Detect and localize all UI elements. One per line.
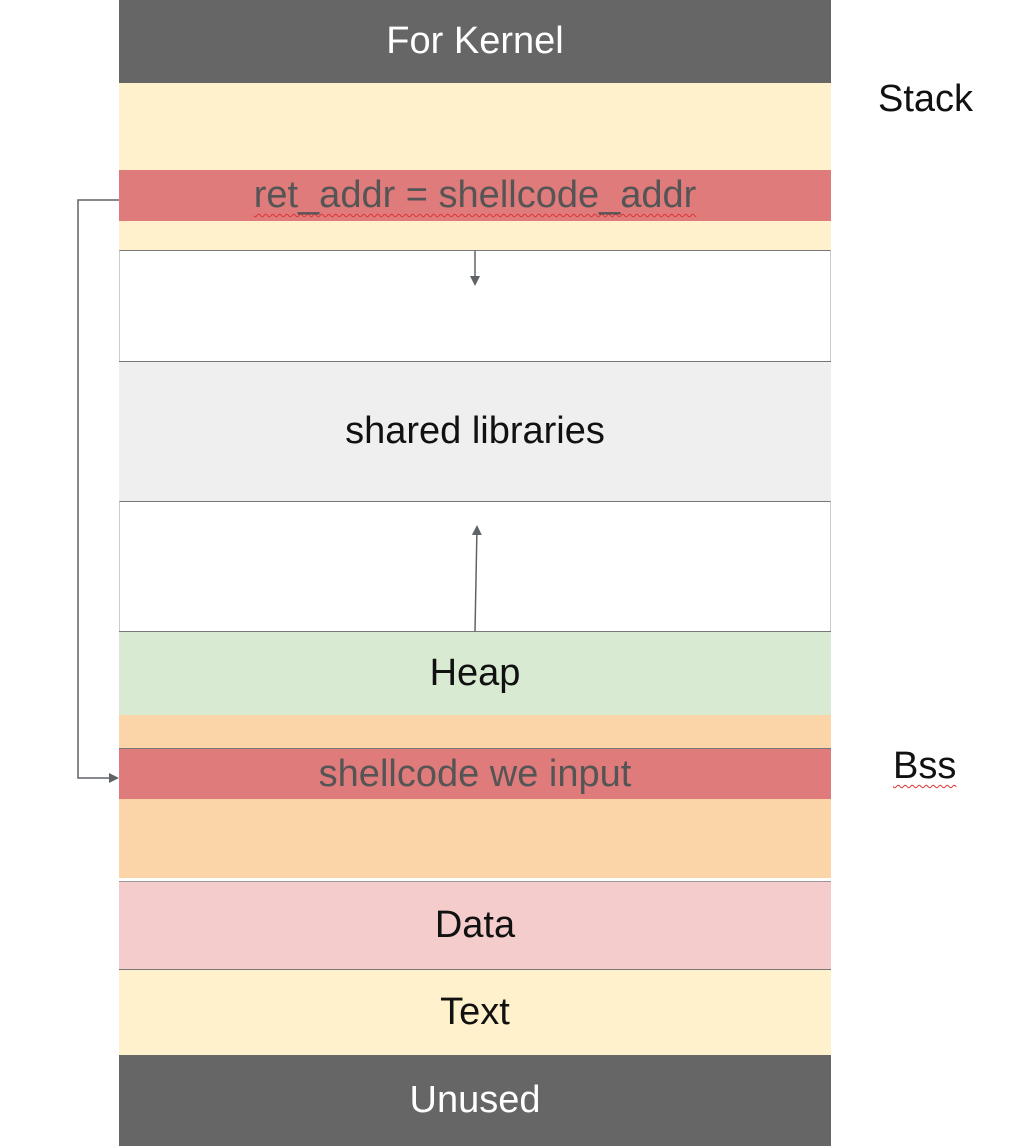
unused-label: Unused — [409, 1079, 541, 1121]
shellcode-label: shellcode we input — [318, 752, 632, 795]
data-label: Data — [434, 904, 516, 946]
bss-side-label: Bss — [893, 745, 957, 787]
heap-segment: Heap — [119, 631, 831, 715]
kernel-label: For Kernel — [386, 20, 564, 62]
ret-addr-segment: ret_addr = shellcode_addr — [119, 170, 831, 221]
ret-addr-label: ret_addr = shellcode_addr — [253, 174, 697, 216]
stack-side-label: Stack — [878, 78, 974, 120]
text-segment: Text — [119, 969, 831, 1055]
text-label: Text — [440, 991, 510, 1033]
unused-segment: Unused — [119, 1055, 831, 1146]
ret-addr-to-shellcode-arrow — [77, 199, 119, 783]
kernel-segment: For Kernel — [119, 0, 831, 83]
shared-libraries-segment: shared libraries — [119, 361, 831, 501]
shellcode-segment: shellcode we input — [119, 748, 831, 799]
shared-libraries-label: shared libraries — [345, 410, 605, 452]
heap-label: Heap — [429, 652, 521, 694]
data-segment: Data — [119, 881, 831, 969]
heap-growth-arrow — [471, 525, 482, 632]
stack-segment — [119, 83, 831, 251]
